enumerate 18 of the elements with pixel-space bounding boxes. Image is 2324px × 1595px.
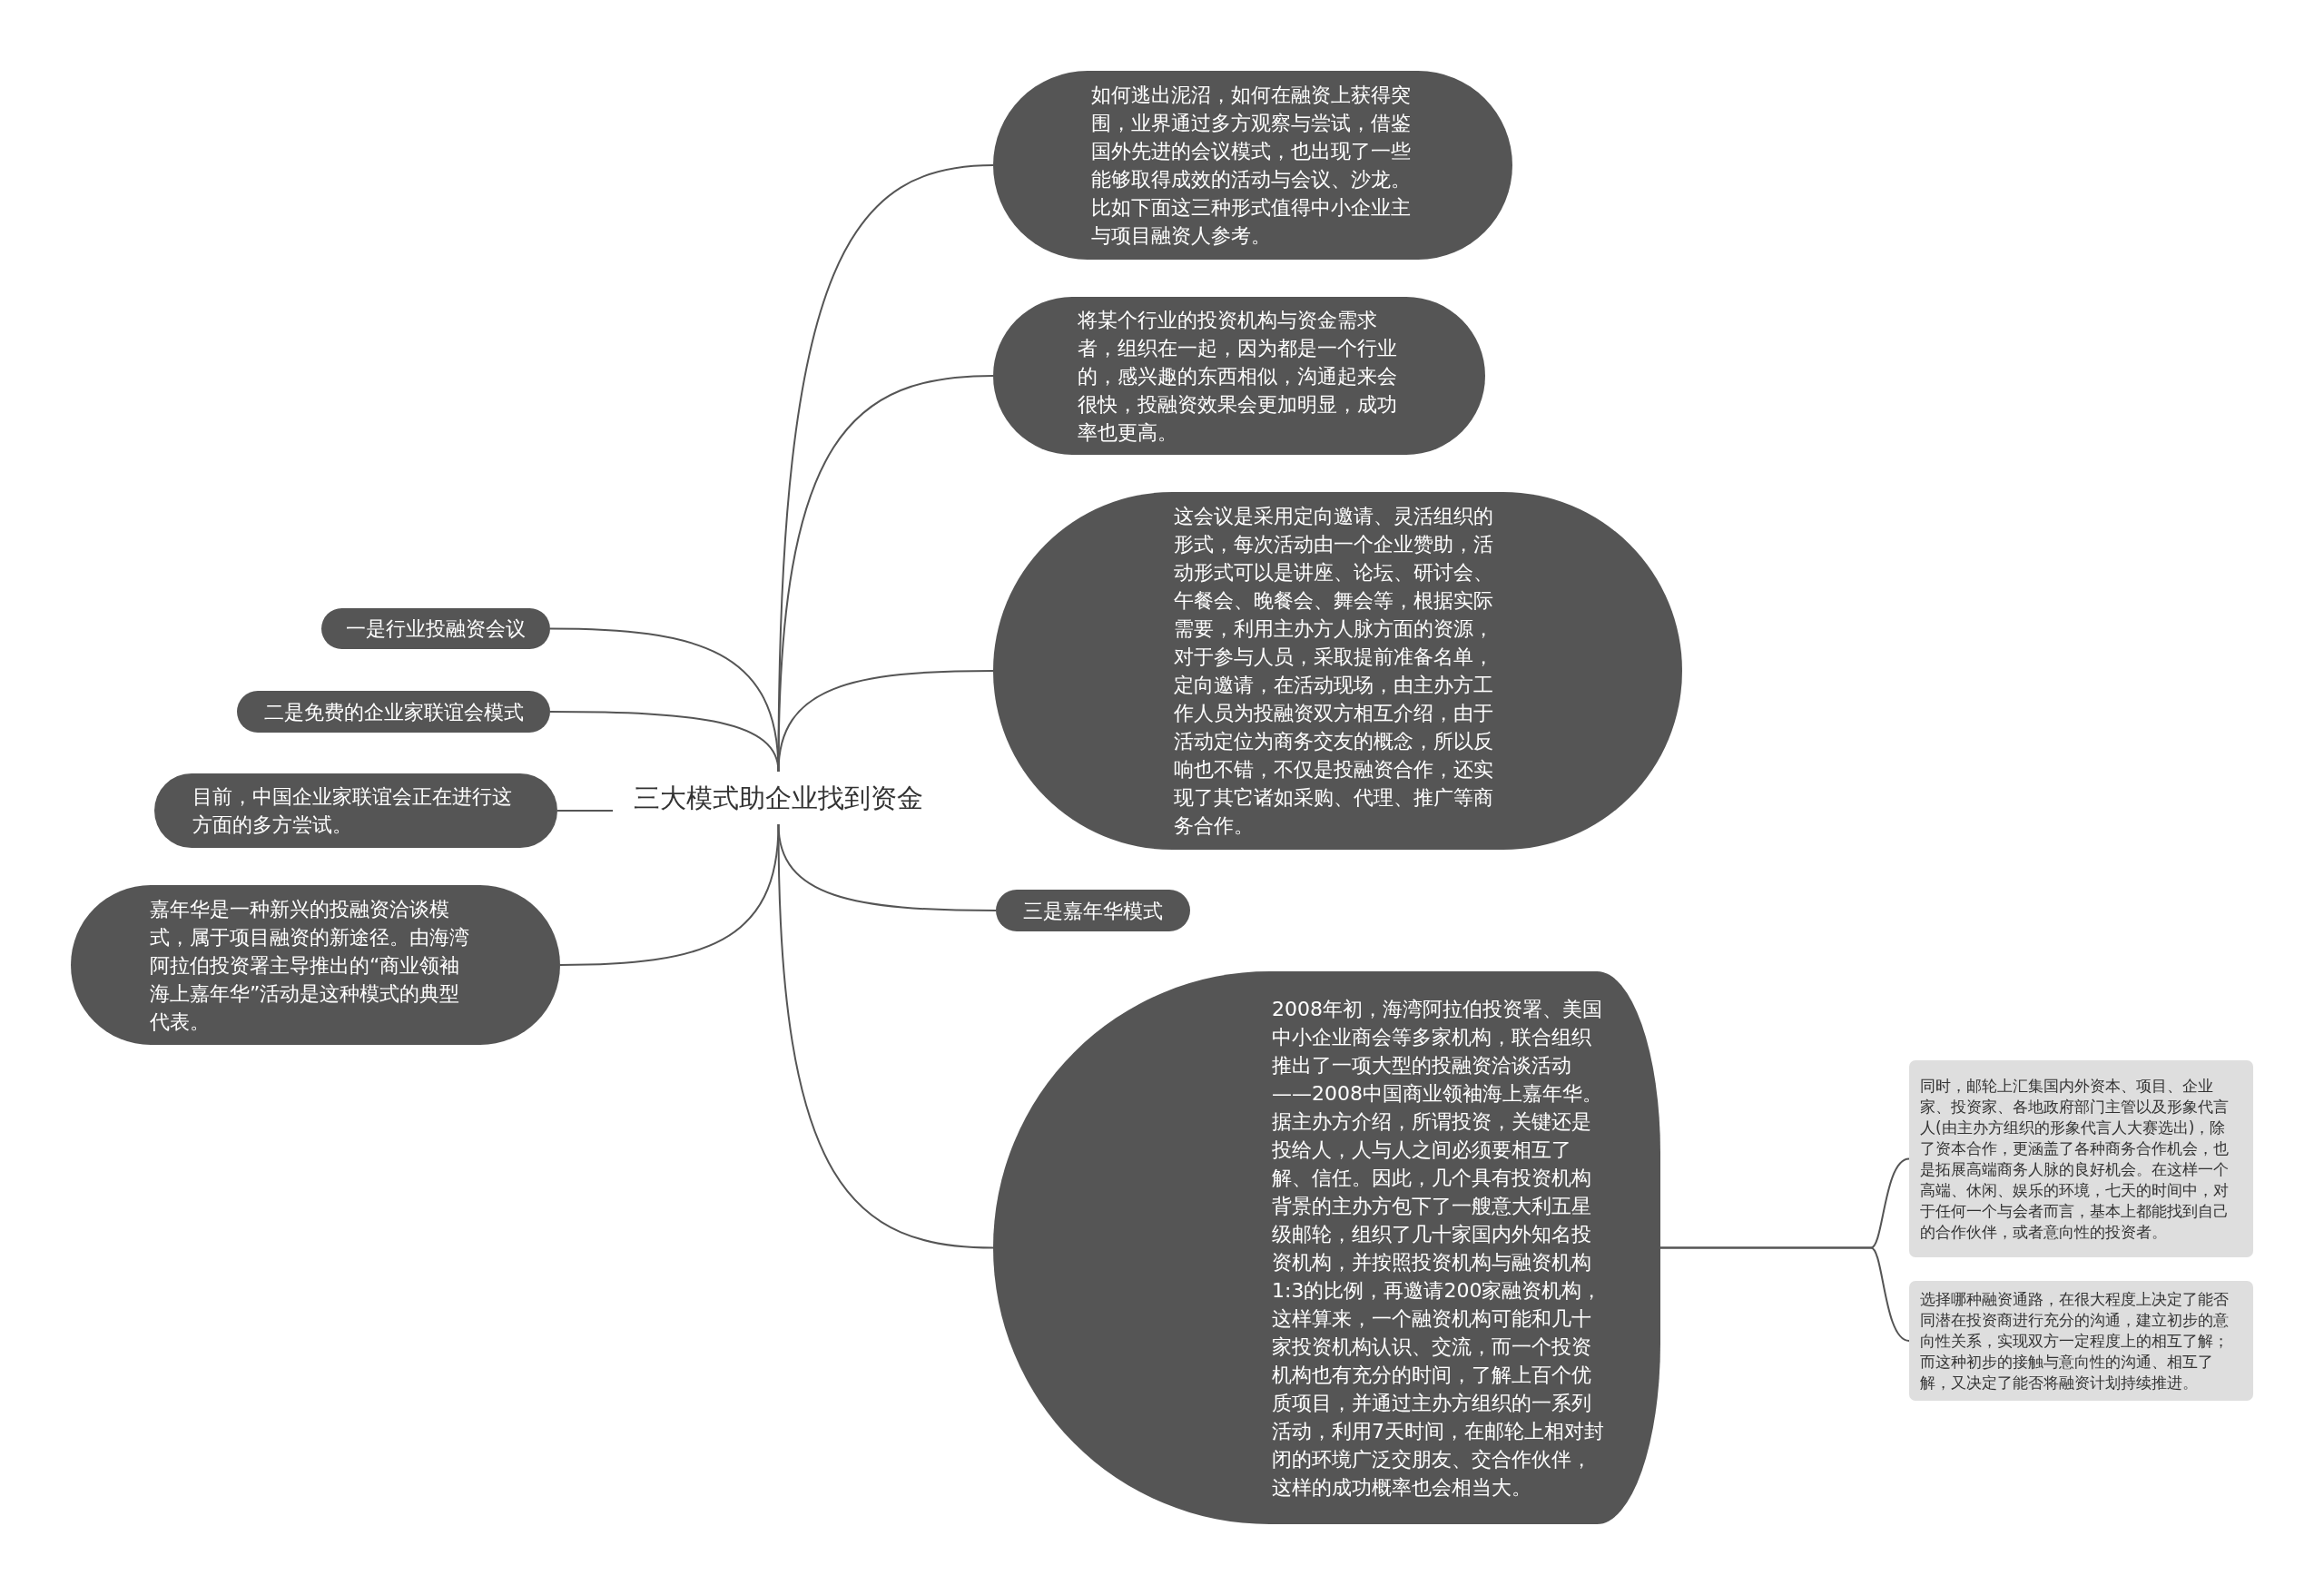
- connector: [559, 823, 780, 966]
- topic-bubble: 这会议是采用定向邀请、灵活组织的形式，每次活动由一个企业赞助，活动形式可以是讲座、论坛、研讨会、午餐会、晚餐会、舞会等，根据实际需要，利用主办方人脉方面的资源，对于参与人员，采取提前准备名单，定向邀请，在活动现场，由主办方工作人员为投融资双方相互介绍，由于活动定位为商务交友的概念，所以反响也不错，不仅是投融资合作，还实现了其它诸如采购、代理、推广等商务合作。: [993, 492, 1682, 850]
- connector: [1659, 1246, 1910, 1342]
- topic-bubble: 如何逃出泥沼，如何在融资上获得突围，业界通过多方观察与尝试，借鉴国外先进的会议模式，也出现了一些能够取得成效的活动与会议、沙龙。比如下面这三种形式值得中小企业主与项目融资人参考。: [993, 71, 1512, 260]
- note-box: 同时，邮轮上汇集国内外资本、项目、企业家、投资家、各地政府部门主管以及形象代言人(由主办方组织的形象代言人大赛选出)，除了资本合作，更涵盖了各种商务合作机会，也是拓展高端商务人脉的良好机会。在这样一个高端、休闲、娱乐的环境，七天的时间中，对于任何一个与会者而言，基本上都能找到自己的合作伙伴，或者意向性的投资者。: [1909, 1060, 2253, 1257]
- connector: [556, 810, 614, 812]
- connector: [549, 711, 780, 773]
- topic-bubble: 将某个行业的投资机构与资金需求者，组织在一起，因为都是一个行业的，感兴趣的东西相似，沟通起来会很快，投融资效果会更加明显，成功率也更高。: [993, 297, 1485, 455]
- topic-bubble: 嘉年华是一种新兴的投融资洽谈模式，属于项目融资的新途径。由海湾阿拉伯投资署主导推出的“商业领袖海上嘉年华”活动是这种模式的典型代表。: [71, 885, 560, 1045]
- topic-bubble: 2008年初，海湾阿拉伯投资署、美国中小企业商会等多家机构，联合组织推出了一项大型的投融资洽谈活动——2008中国商业领袖海上嘉年华。据主办方介绍，所谓投资，关键还是投给人，人与人之间必须要相互了解、信任。因此，几个具有投资机构背景的主办方包下了一艘意大利五星级邮轮，组织了几十家国内外知名投资机构，并按照投资机构与融资机构1:3的比例，再邀请200家融资机构，这样算来，一个融资机构可能和几十家投资机构认识、交流，而一个投资机构也有充分的时间，了解上百个优质项目，并通过主办方组织的一系列活动，利用7天时间，在邮轮上相对封闭的环境广泛交朋友、交合作伙伴，这样的成功概率也会相当大。: [993, 971, 1660, 1524]
- topic-bubble: 二是免费的企业家联谊会模式: [237, 691, 550, 733]
- topic-bubble: 目前，中国企业家联谊会正在进行这方面的多方尝试。: [154, 773, 557, 848]
- central-topic: 三大模式助企业找到资金: [613, 772, 944, 824]
- topic-bubble: 一是行业投融资会议: [321, 608, 550, 649]
- topic-bubble: 三是嘉年华模式: [996, 890, 1190, 931]
- connector: [777, 670, 994, 773]
- connector: [777, 823, 994, 1249]
- note-box: 选择哪种融资通路，在很大程度上决定了能否同潜在投资商进行充分的沟通，建立初步的意向性关系，实现双方一定程度上的相互了解；而这种初步的接触与意向性的沟通、相互了解，又决定了能否将融资计划持续推进。: [1909, 1281, 2253, 1401]
